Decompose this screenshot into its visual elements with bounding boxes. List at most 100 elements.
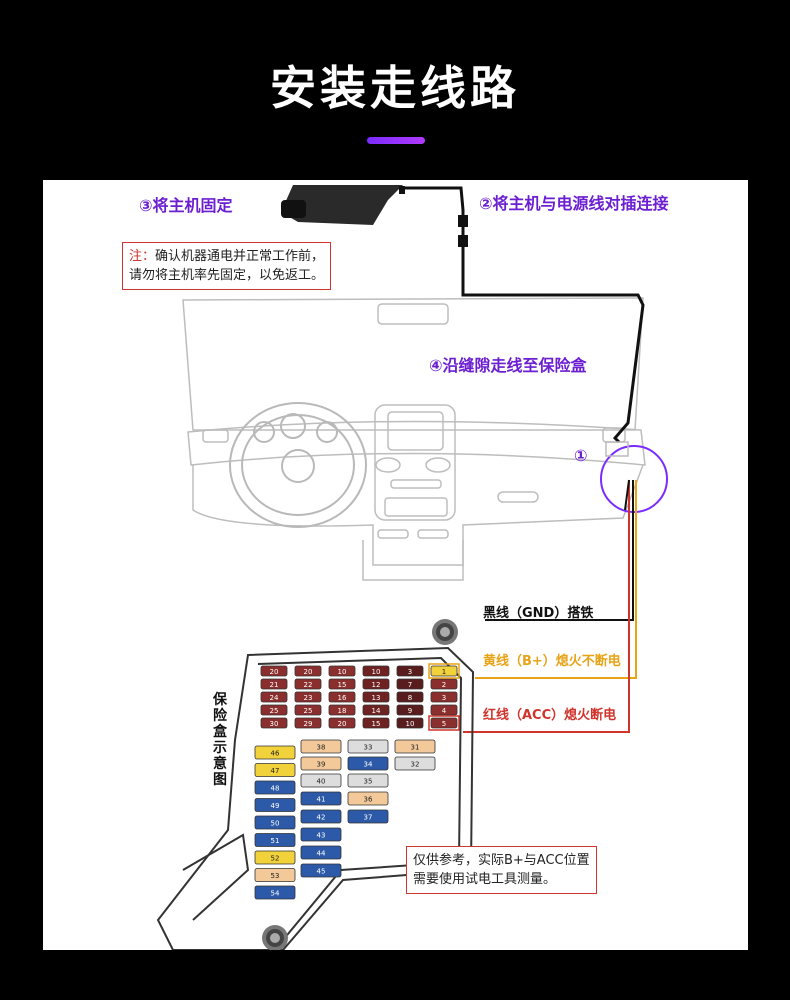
fuse-23-r2: 23 <box>294 691 322 703</box>
svg-text:30: 30 <box>270 720 279 728</box>
fuse-4-r3: 4 <box>430 704 458 716</box>
svg-text:37: 37 <box>364 814 373 822</box>
fuse-53: 53 <box>254 868 296 882</box>
svg-text:32: 32 <box>411 761 420 769</box>
bolt-bottom <box>262 925 288 950</box>
fusebox-diagram-label: 保险盒示意图 <box>213 692 227 788</box>
yellow-wire-label: 黄线（B+）熄火不断电 <box>483 654 621 669</box>
fuse-39: 39 <box>300 756 342 771</box>
svg-text:14: 14 <box>372 707 381 715</box>
fuse-38: 38 <box>300 739 342 754</box>
fuse-29-r4: 29 <box>294 717 322 729</box>
svg-text:42: 42 <box>317 814 326 822</box>
svg-text:15: 15 <box>372 720 381 728</box>
svg-text:10: 10 <box>372 668 381 676</box>
bolt-top <box>432 619 458 645</box>
svg-text:3: 3 <box>408 668 412 676</box>
reference-note-line1: 仅供参考，实际B+与ACC位置 <box>413 853 590 868</box>
fuse-16-r2: 16 <box>328 691 356 703</box>
svg-text:1: 1 <box>442 668 446 676</box>
svg-text:44: 44 <box>317 850 326 858</box>
svg-text:12: 12 <box>372 681 381 689</box>
svg-text:24: 24 <box>270 694 279 702</box>
svg-text:52: 52 <box>271 855 280 863</box>
fuse-35: 35 <box>347 773 389 788</box>
fuse-3-r0: 3 <box>396 665 424 677</box>
reference-note-line2: 需要使用试电工具测量。 <box>413 872 557 887</box>
fuse-10-r0: 10 <box>328 665 356 677</box>
svg-text:35: 35 <box>364 778 373 786</box>
fuse-3-r2: 3 <box>430 691 458 703</box>
steering-wheel <box>229 402 367 528</box>
black-wire <box>485 480 634 621</box>
fuse-1-r0: 1 <box>430 665 458 677</box>
note-line1: 确认机器通电并正常工作前， <box>155 249 325 264</box>
svg-text:21: 21 <box>270 681 279 689</box>
fuse-12-r1: 12 <box>362 678 390 690</box>
fuse-32: 32 <box>394 756 436 771</box>
fuse-25-r3: 25 <box>294 704 322 716</box>
step4-label: ④沿缝隙走线至保险盒 <box>429 356 587 375</box>
fuse-51: 51 <box>254 833 296 847</box>
svg-text:25: 25 <box>304 707 313 715</box>
svg-text:29: 29 <box>304 720 313 728</box>
svg-text:16: 16 <box>338 694 347 702</box>
title-underline <box>367 137 425 144</box>
fuse-21-r1: 21 <box>260 678 288 690</box>
svg-text:15: 15 <box>338 681 347 689</box>
svg-text:53: 53 <box>271 872 280 880</box>
fuse-15-r4: 15 <box>362 717 390 729</box>
fuse-50: 50 <box>254 815 296 830</box>
red-wire-label: 红线（ACC）熄火断电 <box>483 708 617 723</box>
svg-text:22: 22 <box>304 681 313 689</box>
svg-text:47: 47 <box>271 767 280 775</box>
svg-text:40: 40 <box>317 778 326 786</box>
fuse-54: 54 <box>254 885 296 900</box>
dashcam-unit <box>281 185 405 225</box>
fuse-9-r3: 9 <box>396 704 424 716</box>
fuse-47: 47 <box>254 763 296 777</box>
fuse-20-r0: 20 <box>294 665 322 677</box>
svg-text:13: 13 <box>372 694 381 702</box>
fuse-41: 41 <box>300 791 342 806</box>
svg-text:23: 23 <box>304 694 313 702</box>
fuse-14-r3: 14 <box>362 704 390 716</box>
svg-text:5: 5 <box>442 720 446 728</box>
svg-text:39: 39 <box>317 761 326 769</box>
fuse-8-r2: 8 <box>396 691 424 703</box>
fuse-20-r4: 20 <box>328 717 356 729</box>
step2-label: ②将主机与电源线对插连接 <box>479 194 669 213</box>
svg-text:10: 10 <box>406 720 415 728</box>
svg-text:4: 4 <box>442 707 447 715</box>
note-prefix: 注： <box>129 249 156 264</box>
yellow-wire <box>475 480 637 679</box>
fuse-40: 40 <box>300 773 342 788</box>
fuse-33: 33 <box>347 739 389 754</box>
page-title: 安装走线路 <box>270 61 520 115</box>
fuse-25-r3: 25 <box>260 704 288 716</box>
fuse-43: 43 <box>300 827 342 842</box>
svg-text:20: 20 <box>270 668 279 676</box>
svg-text:38: 38 <box>317 744 326 752</box>
svg-text:34: 34 <box>364 761 373 769</box>
svg-text:45: 45 <box>317 868 326 876</box>
fuse-48: 48 <box>254 780 296 795</box>
svg-text:41: 41 <box>317 796 326 804</box>
svg-text:43: 43 <box>317 832 326 840</box>
svg-text:9: 9 <box>408 707 412 715</box>
fuse-13-r2: 13 <box>362 691 390 703</box>
svg-text:8: 8 <box>408 694 412 702</box>
svg-text:33: 33 <box>364 744 373 752</box>
svg-text:2: 2 <box>442 681 446 689</box>
svg-text:10: 10 <box>338 668 347 676</box>
svg-text:20: 20 <box>338 720 347 728</box>
fuse-31: 31 <box>394 739 436 754</box>
svg-text:36: 36 <box>364 796 373 804</box>
power-cable-route <box>403 186 645 444</box>
svg-text:48: 48 <box>271 785 280 793</box>
fuse-5-r4: 5 <box>430 717 458 729</box>
fuse-30-r4: 30 <box>260 717 288 729</box>
fuse-10-r4: 10 <box>396 717 424 729</box>
fuse-46: 46 <box>254 745 296 760</box>
